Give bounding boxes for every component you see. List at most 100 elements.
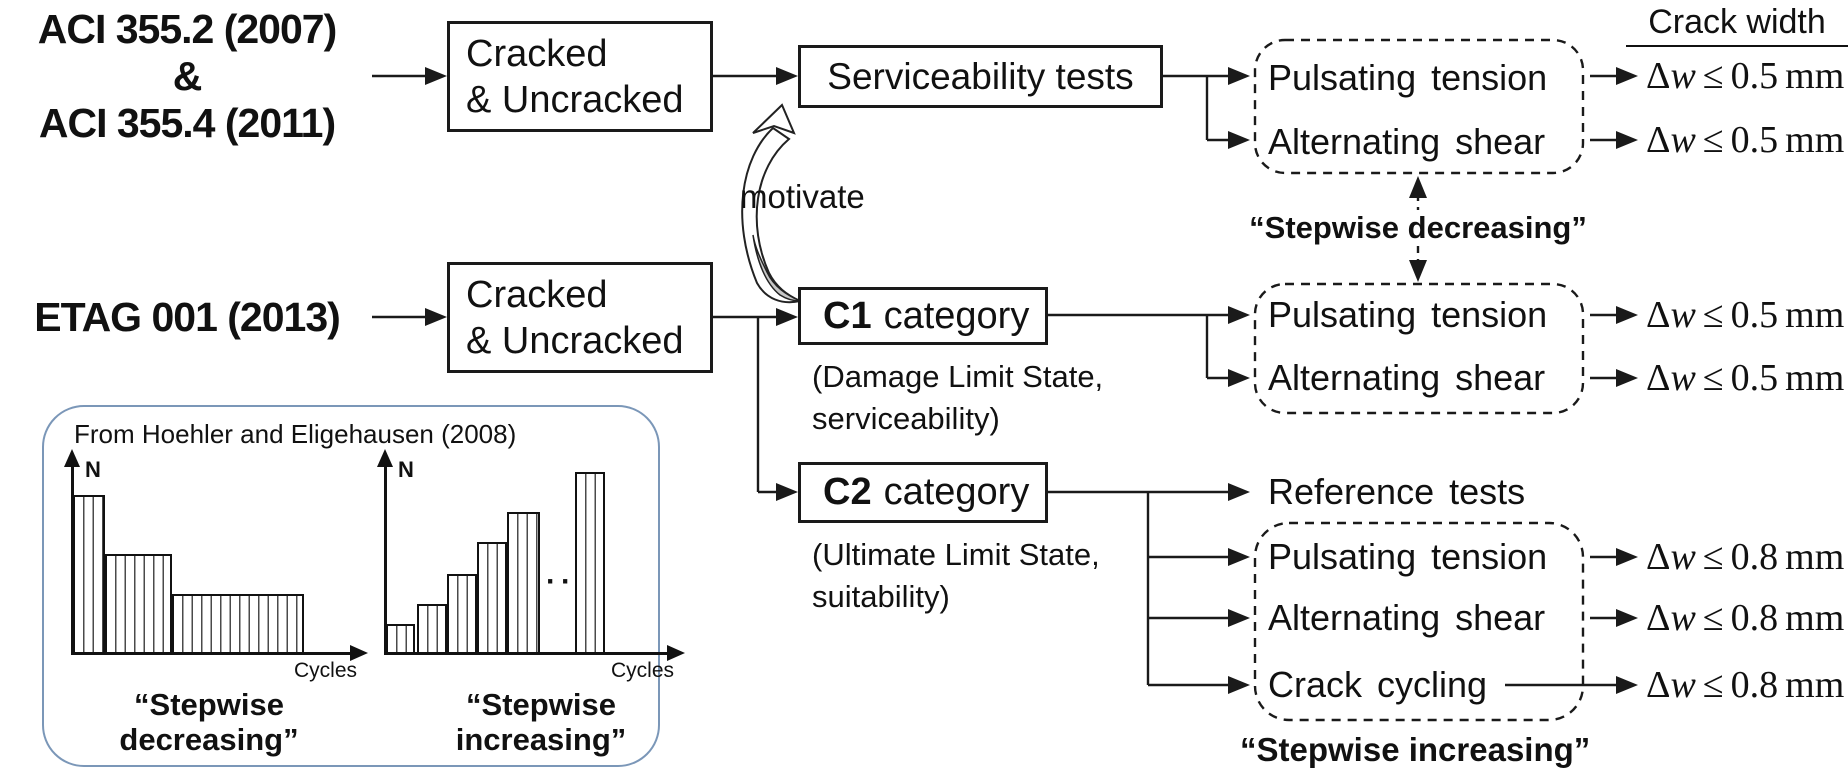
arrowhead xyxy=(1616,609,1638,627)
motivate-arrowhead xyxy=(752,103,796,135)
delta-symbol: Δ xyxy=(1646,294,1671,336)
cracked-line1: Cracked xyxy=(466,32,608,75)
box-c2-category: C2 category xyxy=(798,462,1048,523)
delta-symbol: Δ xyxy=(1646,357,1671,399)
arrowhead xyxy=(1228,306,1250,324)
test-row-c2-crack-cycling: Crack cycling xyxy=(1268,664,1488,705)
aci-title-line3: ACI 355.4 (2011) xyxy=(38,100,336,146)
arrowhead xyxy=(1616,676,1638,694)
caption-line2: increasing” xyxy=(455,722,627,757)
right-chart-y-arrow-icon xyxy=(377,449,393,467)
arrowhead xyxy=(425,67,447,85)
c1-note-line1: (Damage Limit State, xyxy=(812,359,1104,394)
aci-standard-title: ACI 355.2 (2007) & ACI 355.4 (2011) xyxy=(2,6,372,147)
arrowhead xyxy=(1228,67,1250,85)
dashed-box-c1-tests xyxy=(1253,282,1585,415)
c1-note: (Damage Limit State, serviceability) xyxy=(812,356,1103,440)
stepwise-decreasing-label: “Stepwise decreasing” xyxy=(1246,210,1590,246)
test-row-c1-alternating: Alternating shear xyxy=(1268,357,1546,398)
w-variable: w xyxy=(1670,536,1696,578)
box-c1-category: C1 category xyxy=(798,287,1048,345)
leq-symbol: ≤ xyxy=(1702,357,1724,399)
left-chart-y-arrow-icon xyxy=(64,449,80,467)
dashed-group-boxes xyxy=(1253,38,1585,722)
test-row-aci-alternating: Alternating shear xyxy=(1268,121,1546,162)
aci-title-line2: & xyxy=(172,53,203,99)
w-variable: w xyxy=(1670,664,1696,706)
arrowhead xyxy=(1228,609,1250,627)
delta-symbol: Δ xyxy=(1646,664,1671,706)
arrowhead xyxy=(776,483,798,501)
cracked-line2: & Uncracked xyxy=(466,319,684,362)
arrowhead xyxy=(1616,131,1638,149)
arrowhead xyxy=(1228,676,1250,694)
limit-unit: mm xyxy=(1785,119,1845,161)
arrowhead xyxy=(1228,369,1250,387)
stepwise-increasing-label: “Stepwise increasing” xyxy=(1240,731,1591,769)
arrowhead xyxy=(425,308,447,326)
c1-note-line2: serviceability) xyxy=(812,401,1000,436)
w-variable: w xyxy=(1670,119,1696,161)
box-cracked-uncracked-bottom: Cracked & Uncracked xyxy=(447,262,713,373)
arrowhead xyxy=(776,67,798,85)
delta-symbol: Δ xyxy=(1646,55,1671,97)
inset-panel: From Hoehler and Eligehausen (2008) N Cy… xyxy=(42,405,685,767)
left-chart-x-arrow-icon xyxy=(350,645,368,661)
limit-unit: mm xyxy=(1785,55,1845,97)
etag-standard-title: ETAG 001 (2013) xyxy=(34,294,341,340)
leq-symbol: ≤ xyxy=(1702,664,1724,706)
arrowhead xyxy=(1616,369,1638,387)
arrowhead xyxy=(776,308,798,326)
left-chart-x-label: Cycles xyxy=(294,659,358,682)
aci-title-line1: ACI 355.2 (2007) xyxy=(37,6,338,52)
arrowhead xyxy=(1616,67,1638,85)
arrowhead xyxy=(1616,548,1638,566)
c1-label: category xyxy=(883,294,1030,337)
arrowhead xyxy=(1228,548,1250,566)
arrowhead xyxy=(1616,306,1638,324)
right-chart-bar-4 xyxy=(477,542,507,654)
test-row-c1-pulsating: Pulsating tension xyxy=(1268,294,1548,335)
right-chart-bar-3 xyxy=(447,574,477,654)
limit-value: 0.5 xyxy=(1730,294,1779,336)
cracked-line2: & Uncracked xyxy=(466,78,684,121)
crack-width-header: Crack width xyxy=(1626,3,1848,47)
dashed-box-aci-tests xyxy=(1253,38,1585,175)
box-cracked-uncracked-top: Cracked & Uncracked xyxy=(447,21,713,132)
leq-symbol: ≤ xyxy=(1702,294,1724,336)
arrowhead-up xyxy=(1409,176,1427,198)
delta-symbol: Δ xyxy=(1646,536,1671,578)
w-variable: w xyxy=(1670,294,1696,336)
caption-stepwise-decreasing: “Stepwise decreasing” xyxy=(64,687,354,757)
leq-symbol: ≤ xyxy=(1702,536,1724,578)
limit-unit: mm xyxy=(1785,294,1845,336)
delta-symbol: Δ xyxy=(1646,597,1671,639)
arrowhead xyxy=(1228,131,1250,149)
motivate-label: motivate xyxy=(740,178,865,215)
limit-unit: mm xyxy=(1785,536,1845,578)
test-row-c2-pulsating: Pulsating tension xyxy=(1268,536,1548,577)
caption-line1: “Stepwise xyxy=(466,687,616,722)
left-chart-y-label: N xyxy=(85,457,101,482)
test-row-reference: Reference tests xyxy=(1268,471,1526,512)
right-chart-y-label: N xyxy=(398,457,414,482)
box-serviceability-tests: Serviceability tests xyxy=(798,45,1163,108)
c2-note-line1: (Ultimate Limit State, xyxy=(812,537,1100,572)
limit-unit: mm xyxy=(1785,597,1845,639)
caption-line1: “Stepwise xyxy=(134,687,284,722)
leq-symbol: ≤ xyxy=(1702,119,1724,161)
right-chart-y-axis xyxy=(384,464,387,654)
caption-line2: decreasing” xyxy=(119,722,299,757)
cracked-line1: Cracked xyxy=(466,273,608,316)
test-row-aci-pulsating: Pulsating tension xyxy=(1268,57,1548,98)
left-chart-y-axis xyxy=(71,464,74,654)
right-chart-x-arrow-icon xyxy=(667,645,685,661)
